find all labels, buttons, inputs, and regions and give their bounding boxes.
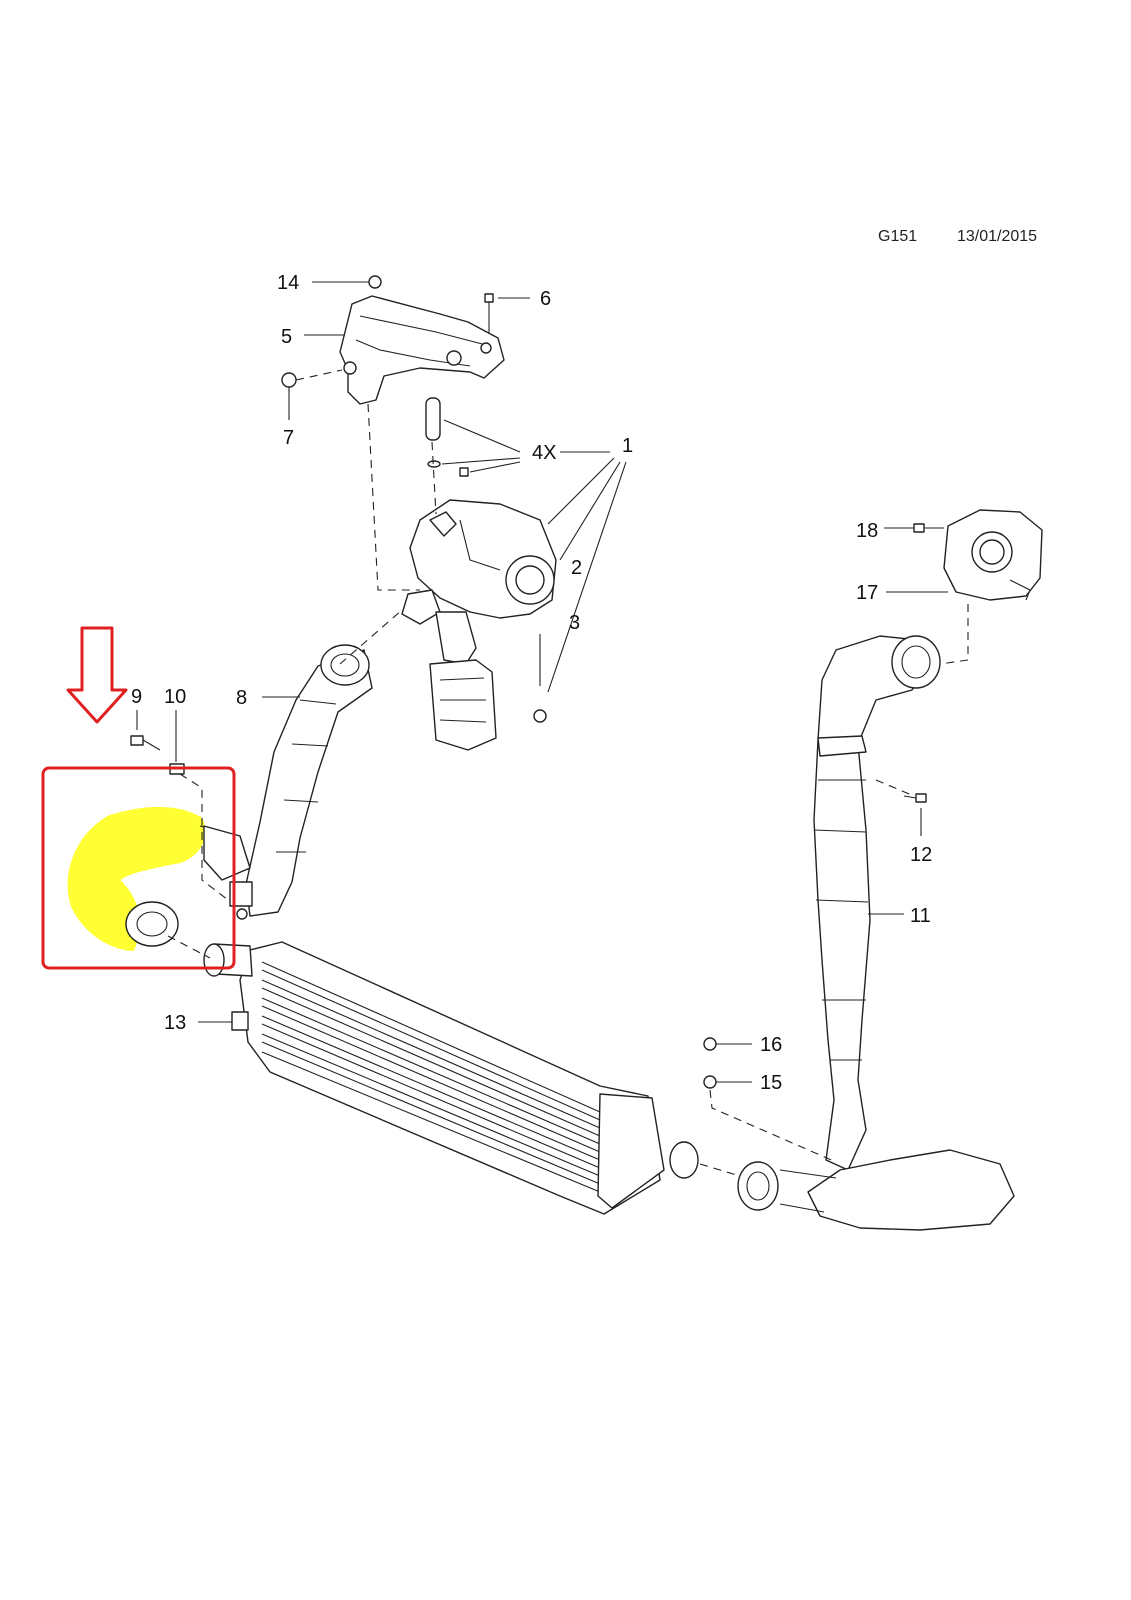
callout-13: 13	[164, 1012, 186, 1034]
assembly-lines	[167, 369, 969, 1177]
heat-shield[interactable]	[339, 295, 505, 405]
callout-7: 7	[283, 427, 294, 449]
leader-lines	[136, 281, 948, 1083]
callout-15: 15	[760, 1072, 782, 1094]
callout-8: 8	[236, 687, 247, 709]
nut-7[interactable]	[281, 372, 297, 388]
callout-3: 3	[569, 612, 580, 634]
callout-4x: 4X	[532, 442, 556, 464]
bolt-6[interactable]	[484, 293, 494, 334]
turbocharger[interactable]	[401, 499, 557, 751]
bolt-9[interactable]	[130, 735, 161, 751]
callout-5: 5	[281, 326, 292, 348]
callout-1: 1	[622, 435, 633, 457]
diagram-code: G151	[878, 228, 918, 245]
callout-10: 10	[164, 686, 186, 708]
hose-8[interactable]	[245, 644, 373, 917]
bolt-12[interactable]	[903, 793, 927, 803]
callout-12: 12	[910, 844, 932, 866]
throttle-body[interactable]	[943, 509, 1043, 601]
clip-15[interactable]	[703, 1075, 717, 1089]
callout-17: 17	[856, 582, 878, 604]
highlighted-hose[interactable]	[67, 807, 253, 951]
red-down-arrow	[66, 626, 128, 724]
washer-4x[interactable]	[427, 460, 441, 468]
callout-14: 14	[277, 272, 299, 294]
hose-11[interactable]	[737, 635, 1015, 1231]
red-highlight-frame	[41, 766, 236, 970]
callout-16: 16	[760, 1034, 782, 1056]
diagram-date: 13/01/2015	[957, 228, 1038, 245]
nut-14[interactable]	[368, 275, 382, 289]
clip-16[interactable]	[703, 1037, 717, 1051]
bolt-18[interactable]	[913, 523, 944, 533]
nut-3[interactable]	[533, 709, 547, 723]
callout-9: 9	[131, 686, 142, 708]
callout-18: 18	[856, 520, 878, 542]
callout-2: 2	[571, 557, 582, 579]
stud-4x[interactable]	[425, 397, 441, 441]
callout-6: 6	[540, 288, 551, 310]
intercooler[interactable]	[203, 941, 699, 1215]
bolt-4x[interactable]	[459, 467, 469, 477]
callout-11: 11	[910, 905, 931, 927]
